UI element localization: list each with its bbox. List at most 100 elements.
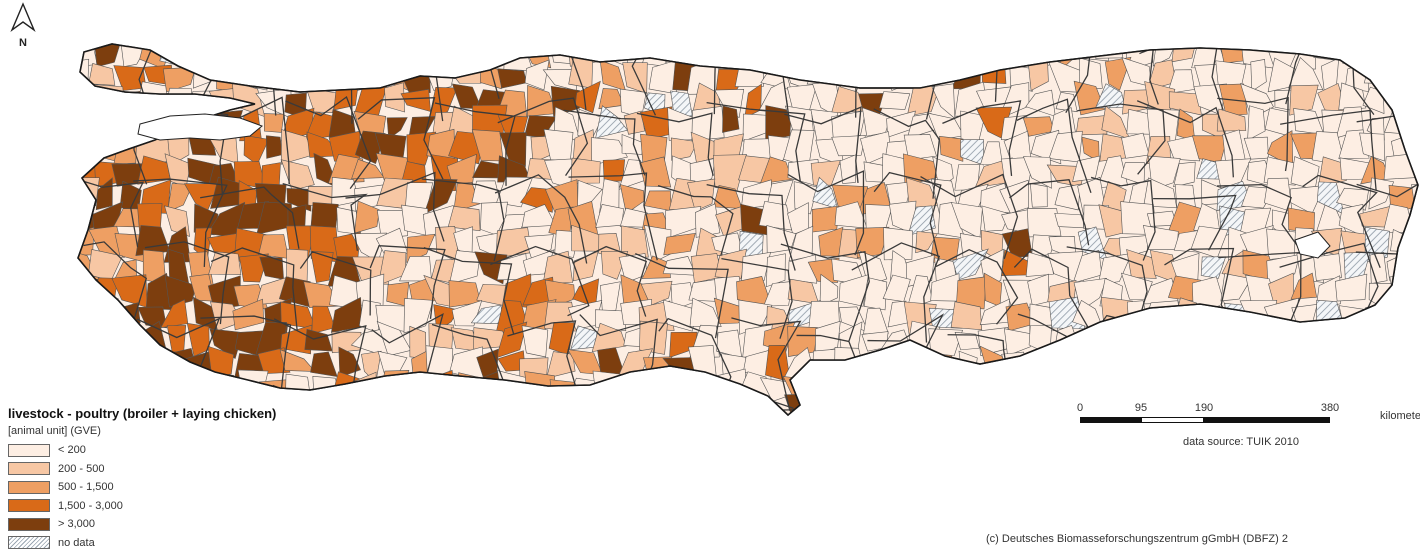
district-polygon xyxy=(1077,375,1109,400)
district-polygon xyxy=(1053,394,1077,429)
scale-tick: 95 xyxy=(1135,402,1147,414)
district-polygon xyxy=(938,35,959,66)
scale-tick: 380 xyxy=(1321,402,1339,414)
province-border xyxy=(1228,332,1287,387)
district-polygon xyxy=(184,377,221,406)
province-border xyxy=(515,392,589,481)
district-polygon xyxy=(71,138,90,165)
district-polygon xyxy=(1024,373,1049,394)
district-polygon xyxy=(356,36,387,69)
province-border xyxy=(1013,402,1080,468)
district-polygon xyxy=(1291,323,1317,356)
district-polygon xyxy=(477,36,503,67)
district-polygon xyxy=(280,34,314,71)
district-polygon xyxy=(1198,306,1224,327)
district-polygon xyxy=(1364,65,1393,84)
district-polygons xyxy=(63,33,1420,430)
district-polygon xyxy=(954,394,979,426)
district-polygon xyxy=(737,400,765,421)
scale-segment xyxy=(1204,417,1330,423)
district-polygon xyxy=(642,35,665,67)
copyright: (c) Deutsches Biomasseforschungszentrum … xyxy=(986,533,1288,545)
legend-swatch xyxy=(8,536,50,549)
district-polygon xyxy=(983,373,1013,406)
district-polygon xyxy=(212,35,237,64)
district-polygon xyxy=(119,346,148,375)
district-polygon xyxy=(139,375,169,402)
district-polygon xyxy=(1359,347,1390,383)
district-polygon xyxy=(63,345,98,379)
district-polygon xyxy=(953,38,985,67)
district-polygon xyxy=(425,395,461,427)
district-polygon xyxy=(979,34,1003,65)
district-polygon xyxy=(138,351,168,381)
district-polygon xyxy=(473,405,507,426)
district-polygon xyxy=(789,42,819,71)
province-border xyxy=(1353,318,1420,397)
legend-item: > 3,000 xyxy=(8,515,428,534)
district-polygon xyxy=(112,109,143,135)
legend-label: no data xyxy=(58,537,95,549)
district-polygon xyxy=(1339,377,1373,398)
province-border xyxy=(1306,323,1375,413)
district-polygon xyxy=(1343,42,1371,64)
scale-units: kilometers xyxy=(1380,410,1420,422)
district-polygon xyxy=(1408,373,1420,406)
district-polygon xyxy=(1294,370,1324,404)
district-polygon xyxy=(238,370,268,403)
legend-swatch xyxy=(8,444,50,457)
district-polygon xyxy=(688,381,718,400)
district-polygon xyxy=(283,61,311,87)
district-polygon xyxy=(649,375,672,400)
district-polygon xyxy=(328,66,365,90)
legend-label: 1,500 - 3,000 xyxy=(58,500,123,512)
legend-swatch xyxy=(8,518,50,531)
district-polygon xyxy=(353,59,378,92)
district-polygon xyxy=(543,395,576,424)
district-polygon xyxy=(1246,371,1276,402)
legend-item: 1,500 - 3,000 xyxy=(8,497,428,516)
district-polygon xyxy=(1147,371,1176,396)
district-polygon xyxy=(592,402,624,426)
district-polygon xyxy=(1367,38,1391,67)
district-polygon xyxy=(1386,62,1419,92)
district-polygon xyxy=(672,372,689,400)
district-polygon xyxy=(112,303,140,331)
district-polygon xyxy=(1390,274,1419,306)
district-polygon xyxy=(879,92,910,110)
district-polygon xyxy=(1413,230,1420,260)
legend-swatch xyxy=(8,462,50,475)
district-polygon xyxy=(64,178,100,206)
district-polygon xyxy=(1005,44,1027,68)
district-polygon xyxy=(864,278,887,310)
district-polygon xyxy=(1409,133,1420,163)
legend-item: < 200 xyxy=(8,441,428,460)
district-polygon xyxy=(603,160,625,181)
district-polygon xyxy=(1318,327,1347,354)
district-polygon xyxy=(1384,323,1414,359)
province-border xyxy=(1154,315,1227,394)
district-polygon xyxy=(1100,328,1132,358)
province-border xyxy=(928,396,1020,486)
district-polygon xyxy=(496,400,524,423)
district-polygon xyxy=(887,36,915,66)
district-polygon xyxy=(261,60,288,87)
data-source: data source: TUIK 2010 xyxy=(1183,436,1299,448)
district-polygon xyxy=(690,399,723,424)
district-polygon xyxy=(642,400,676,424)
district-polygon xyxy=(285,374,310,400)
district-polygon xyxy=(1414,89,1420,117)
district-polygon xyxy=(907,376,939,403)
district-polygon xyxy=(455,401,478,428)
district-polygon xyxy=(916,33,929,67)
district-polygon xyxy=(1336,351,1373,383)
district-polygon xyxy=(835,347,864,374)
district-polygon xyxy=(1361,322,1389,357)
district-polygon xyxy=(116,91,144,115)
district-polygon xyxy=(807,61,837,84)
district-polygon xyxy=(1095,345,1125,380)
district-polygon xyxy=(266,136,282,159)
legend-title: livestock - poultry (broiler + laying ch… xyxy=(8,406,428,422)
district-polygon xyxy=(234,45,264,66)
district-polygon xyxy=(88,84,125,116)
